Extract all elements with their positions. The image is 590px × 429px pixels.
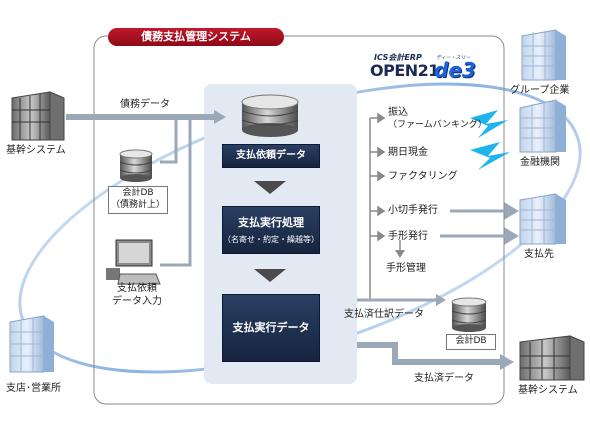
branch-building-icon <box>9 315 54 373</box>
check-label: 小切手発行 <box>388 205 438 216</box>
pay-request-data-box: 支払依頼データ <box>222 144 320 168</box>
system-frame <box>93 35 505 405</box>
paid-data-label: 支払済データ <box>414 373 474 384</box>
accounting-db-line2: （債務計上） <box>110 200 165 210</box>
left-core-system-icon <box>11 91 65 141</box>
transfer-label: 振込 （ファームバンキング） <box>388 106 487 132</box>
accounting-db-line1: 会計DB <box>122 188 154 198</box>
down-arrow-1 <box>254 181 286 194</box>
computer-icon <box>106 239 161 285</box>
right-database-icon <box>451 297 487 332</box>
factoring-label: ファクタリング <box>388 171 458 182</box>
pay-exec-process-sub: （名寄せ・約定・繰越等） <box>223 235 319 244</box>
accounting-db-label: 会計DB （債務計上） <box>108 186 168 214</box>
method-trunk <box>357 118 371 301</box>
right-core-system-icon <box>519 335 585 381</box>
branch-label: 支店･営業所 <box>6 383 61 394</box>
logo-brand: ICS会計ERP <box>374 53 422 62</box>
journal-data-label: 支払済仕訳データ <box>344 309 424 320</box>
pay-exec-data-box: 支払実行データ <box>222 294 320 362</box>
logo-product: OPEN21 <box>370 61 439 80</box>
payee-label: 支払先 <box>524 249 554 260</box>
pay-exec-process-box: 支払実行処理 （名寄せ・約定・繰越等） <box>222 206 320 254</box>
debt-data-label: 債務データ <box>120 99 170 110</box>
left-core-system-label: 基幹システム <box>6 145 66 156</box>
group-building-icon <box>521 29 566 81</box>
method-arrows <box>370 112 386 242</box>
transfer-line1: 振込 <box>388 107 408 118</box>
right-core-system-label: 基幹システム <box>518 385 578 396</box>
pay-request-line2: データ入力 <box>112 296 162 307</box>
down-arrow-2 <box>254 269 286 282</box>
pay-request-input-label: 支払依頼 データ入力 <box>108 282 166 308</box>
paid-data-arrow <box>357 342 500 365</box>
bank-label: 金融機関 <box>520 157 560 168</box>
transfer-line2: （ファームバンキング） <box>388 120 487 130</box>
logo-mark: de3 <box>434 58 476 82</box>
payee-building-icon <box>519 193 566 245</box>
pay-exec-process-title: 支払実行処理 <box>238 216 304 229</box>
bill-mgmt-label: 手形管理 <box>386 263 426 274</box>
left-database-icon <box>119 149 153 182</box>
system-title: 債務支払管理システム <box>108 28 284 46</box>
left-collector-lines <box>160 117 192 267</box>
center-database-icon <box>241 94 299 137</box>
logo-reading: ディー・スリー <box>436 55 471 61</box>
payee-arrows <box>440 202 519 245</box>
right-accounting-db-label: 会計DB <box>446 334 496 350</box>
bank-building-icon <box>519 99 566 153</box>
pay-request-line1: 支払依頼 <box>117 283 157 294</box>
lightning-icons <box>470 110 510 170</box>
group-label: グループ企業 <box>510 85 570 96</box>
bill-label: 手形発行 <box>388 231 428 242</box>
cash-label: 期日現金 <box>388 147 428 158</box>
